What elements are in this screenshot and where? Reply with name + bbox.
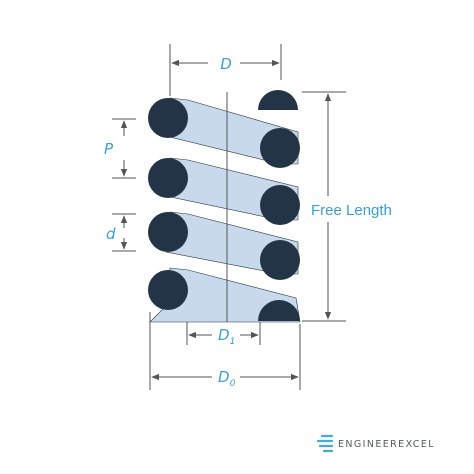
label-outer-sub: 0	[230, 379, 236, 389]
coil-top-half	[258, 90, 298, 110]
spring-coils	[148, 90, 301, 323]
dimension-outer-diameter: D0	[149, 312, 301, 390]
dimension-d-top: D	[169, 44, 282, 96]
coil-bottom-half	[258, 300, 300, 321]
coil-left-2	[148, 158, 188, 198]
label-outer-main: D	[218, 368, 230, 386]
dimension-pitch: P	[104, 118, 136, 179]
coil-left-1	[148, 98, 188, 138]
speed-lines-icon	[316, 434, 334, 453]
coil-left-4	[148, 270, 188, 310]
brand-name: ENGINEEREXCEL	[338, 439, 435, 450]
label-wire: d	[106, 225, 116, 243]
label-inner-diameter: D1	[218, 326, 235, 347]
dimension-inner-diameter: D1	[186, 322, 261, 347]
label-d: D	[220, 55, 232, 73]
label-pitch: P	[104, 140, 114, 158]
coil-right-2	[260, 185, 300, 225]
dimension-free-length: Free Length	[302, 91, 392, 322]
label-inner-main: D	[218, 326, 230, 344]
brand-logo: ENGINEEREXCEL	[316, 434, 435, 453]
dimension-wire: d	[106, 213, 136, 252]
coil-right-1	[260, 128, 300, 168]
coil-left-3	[148, 212, 188, 252]
coil-right-3	[260, 240, 300, 280]
label-outer-diameter: D0	[218, 368, 236, 389]
label-inner-sub: 1	[230, 337, 236, 347]
label-free-length: Free Length	[311, 202, 392, 219]
